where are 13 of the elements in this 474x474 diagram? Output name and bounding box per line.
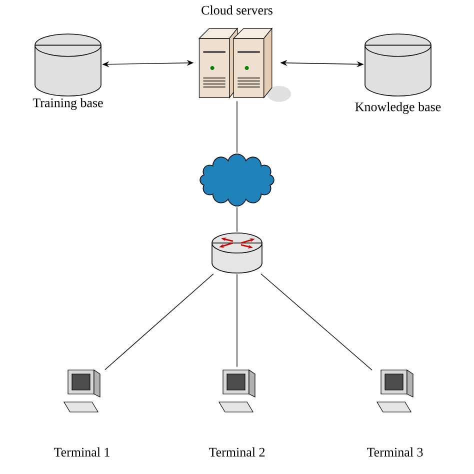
node-label: Training base (32, 98, 103, 110)
cloud-drawing (200, 154, 274, 206)
node-label: Terminal 3 (367, 447, 423, 457)
connector-line (104, 274, 214, 370)
node-label: Terminal 2 (209, 447, 265, 457)
connector-line (236, 207, 238, 232)
connector-line (236, 274, 238, 368)
node-label: Terminal 1 (54, 447, 110, 457)
connector-line (236, 100, 238, 153)
node-label: Knowledge base (355, 102, 441, 114)
node-label: Cloud servers (202, 5, 272, 15)
router-drawing (212, 232, 262, 274)
connector-line (260, 274, 372, 370)
